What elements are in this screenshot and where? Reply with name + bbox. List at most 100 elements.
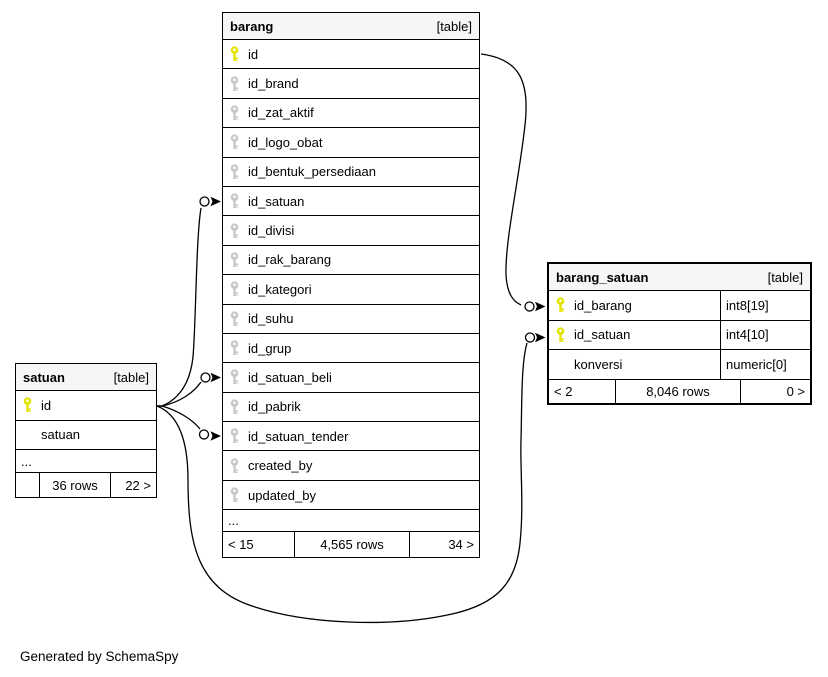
foreign-key-icon <box>229 252 248 268</box>
foreign-key-icon <box>229 487 248 503</box>
table-row-id_logo_obat[interactable]: id_logo_obat <box>223 128 479 158</box>
table-row-satuan[interactable]: satuan <box>16 421 156 450</box>
column-name: id_satuan_beli <box>248 369 332 385</box>
foreign-key-icon <box>229 281 248 297</box>
relationship-line-barang-to-barangsatuan <box>480 53 527 306</box>
table-header[interactable]: barang_satuan [table] <box>549 264 810 291</box>
footer-row-count: 36 rows <box>39 473 110 497</box>
column-name: id_kategori <box>248 281 312 297</box>
column-name: id_bentuk_persediaan <box>248 164 376 180</box>
table-row-created_by[interactable]: created_by <box>223 451 479 481</box>
table-row-id_kategori[interactable]: id_kategori <box>223 275 479 305</box>
column-name: id_rak_barang <box>248 252 332 268</box>
table-row-updated_by[interactable]: updated_by <box>223 481 479 511</box>
column-name: id_pabrik <box>248 399 301 415</box>
footer-hidden-left-count: < 2 <box>554 383 573 399</box>
footer-hidden-right-count: 22 > <box>110 473 156 497</box>
column-name: id_divisi <box>248 223 295 239</box>
column-name: id <box>41 397 52 413</box>
relationship-line-satuan-to-idsatuantender <box>157 405 201 430</box>
arrowhead-icon <box>210 196 221 207</box>
column-name: created_by <box>248 458 313 474</box>
footer-hidden-left-count: < 15 <box>228 537 254 553</box>
table-name: barang <box>230 18 274 34</box>
footer-hidden-right-count: 0 > <box>740 379 810 403</box>
table-row-id_grup[interactable]: id_grup <box>223 334 479 364</box>
table-row-id_zat_aktif[interactable]: id_zat_aktif <box>223 99 479 129</box>
foreign-key-icon <box>229 340 248 356</box>
table-row-id_satuan[interactable]: id_satuan <box>223 187 479 217</box>
arrowhead-icon <box>210 431 221 441</box>
table-tag: [table] <box>767 269 803 285</box>
column-type: int8[19] <box>720 291 810 320</box>
column-name: satuan <box>41 427 81 443</box>
arrowhead-icon <box>535 301 546 312</box>
table-row-id_satuan_beli[interactable]: id_satuan_beli <box>223 363 479 393</box>
table-row-id_suhu[interactable]: id_suhu <box>223 305 479 334</box>
foreign-key-icon <box>229 222 248 239</box>
column-type: numeric[0] <box>720 350 810 379</box>
foreign-key-icon <box>229 399 248 415</box>
connector-circle <box>198 429 210 440</box>
table-row-id[interactable]: id <box>16 391 156 421</box>
foreign-key-icon <box>229 458 248 474</box>
relationship-line-satuan-to-barangsatuan <box>156 342 528 624</box>
table-row-id[interactable]: id <box>223 40 479 70</box>
footer-row-count: 4,565 rows <box>294 532 409 558</box>
table-name: satuan <box>23 369 65 385</box>
foreign-key-icon <box>229 193 248 209</box>
column-name: id_suhu <box>248 311 294 327</box>
column-name: id_logo_obat <box>248 134 323 150</box>
footer-row-count: 8,046 rows <box>615 379 740 403</box>
foreign-key-icon <box>229 75 248 92</box>
foreign-key-icon <box>229 164 248 180</box>
table-header[interactable]: satuan [table] <box>16 364 156 391</box>
column-name: id_satuan <box>574 327 631 343</box>
footer-hidden-left-count <box>16 473 39 497</box>
table-row-id_rak_barang[interactable]: id_rak_barang <box>223 246 479 276</box>
table-header[interactable]: barang [table] <box>223 13 479 40</box>
primary-key-icon <box>555 327 574 343</box>
more-columns-ellipsis: ... <box>16 450 156 473</box>
foreign-key-icon <box>229 105 248 121</box>
column-name: id_grup <box>248 340 292 356</box>
relationship-line-satuan-to-idsatuan <box>157 207 202 407</box>
more-columns-ellipsis: ... <box>223 510 479 533</box>
foreign-key-icon <box>229 369 248 385</box>
column-name: id_satuan <box>248 193 305 209</box>
table-row-id_brand[interactable]: id_brand <box>223 69 479 99</box>
table-row-id_divisi[interactable]: id_divisi <box>223 216 479 246</box>
table-row-id_pabrik[interactable]: id_pabrik <box>223 393 479 423</box>
column-name: id <box>248 46 259 62</box>
connector-circle <box>200 372 211 383</box>
arrowhead-icon <box>210 372 221 383</box>
table-row-id_satuan_tender[interactable]: id_satuan_tender <box>223 422 479 452</box>
connector-circle <box>524 301 535 312</box>
primary-key-icon <box>555 297 574 313</box>
table-name: barang_satuan <box>556 269 649 285</box>
table-tag: [table] <box>436 18 472 34</box>
foreign-key-icon <box>229 428 248 444</box>
connector-circle <box>524 332 536 343</box>
generator-credit: Generated by SchemaSpy <box>20 649 179 664</box>
footer-hidden-right-count: 34 > <box>409 532 479 558</box>
foreign-key-icon <box>229 311 248 327</box>
column-name: id_satuan_tender <box>248 428 349 444</box>
foreign-key-icon <box>229 134 248 150</box>
connector-circle <box>199 196 210 207</box>
column-name: updated_by <box>248 487 316 503</box>
table-tag: [table] <box>113 369 149 385</box>
table-row-id_bentuk_persediaan[interactable]: id_bentuk_persediaan <box>223 158 479 187</box>
primary-key-icon <box>22 397 41 413</box>
